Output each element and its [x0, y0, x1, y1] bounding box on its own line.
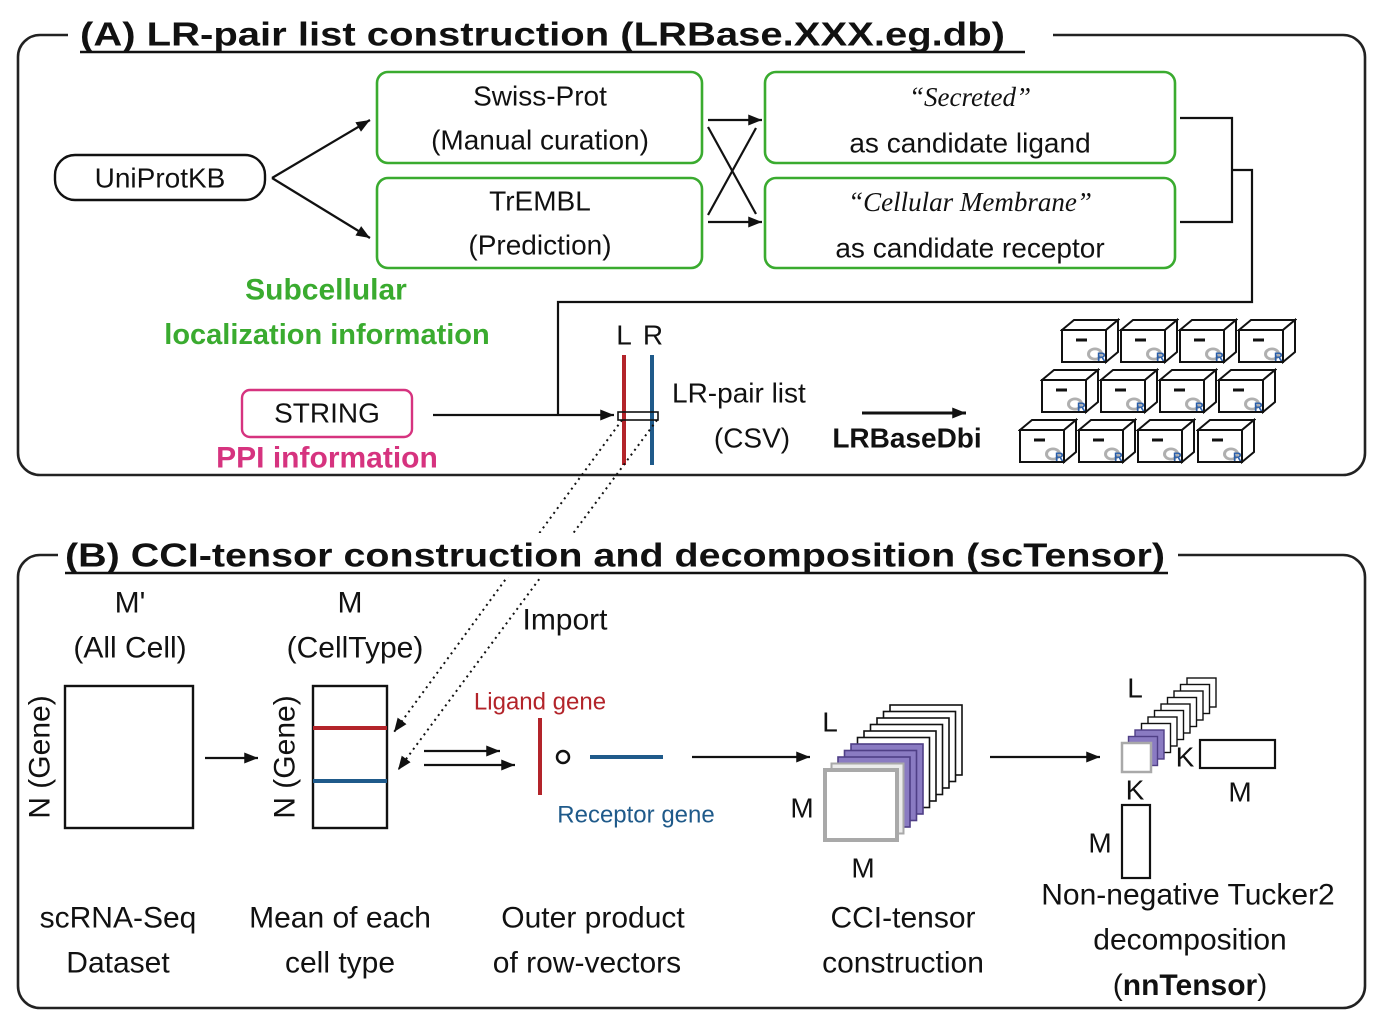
cell-type-gene-axis: N (Gene) [269, 695, 302, 818]
tool-open-paren: ( [1113, 969, 1123, 1002]
uniprot-box [53, 153, 267, 202]
step-3-caption-line1: Outer product [501, 902, 685, 935]
cci-tensor-l-label: L [822, 707, 838, 738]
candidate-to-lr-list-connector [556, 168, 1254, 415]
lrbase-packages [1018, 318, 1297, 466]
r-package-icon [1099, 368, 1159, 416]
step-4-caption-line2: construction [822, 947, 984, 980]
cci-tensor [823, 704, 963, 842]
step-2-caption-line1: Mean of each [249, 902, 431, 935]
receptor-keyword: “Cellular Membrane” [848, 187, 1092, 217]
ligand-role: as candidate ligand [849, 128, 1090, 159]
r-package-icon [1060, 318, 1120, 366]
r-package-icon [1136, 418, 1196, 466]
nntensor-name: nnTensor [1123, 969, 1258, 1002]
core-tensor-slice [1120, 741, 1153, 774]
cci-tensor-m-side-label: M [790, 793, 813, 824]
step-5-caption-line2: decomposition [1093, 924, 1286, 957]
r-package-icon [1178, 318, 1238, 366]
section-b-title-backdrop [58, 533, 1178, 577]
lr-list-name: LR-pair list [672, 378, 806, 409]
factor-m-left-label: M [1088, 828, 1111, 859]
r-package-icon [1040, 368, 1100, 416]
ppi-information-label: PPI information [216, 442, 438, 475]
step-3-caption-line2: of row-vectors [493, 947, 681, 980]
ligand-candidate-box [763, 70, 1177, 165]
lr-list-l-label: L [616, 320, 632, 351]
arrow-uniprot-to-trembl [271, 177, 371, 239]
core-l-label: L [1127, 673, 1143, 704]
r-package-icon [1196, 418, 1256, 466]
receptor-gene-label: Receptor gene [557, 802, 714, 829]
cell-type-dim: M [338, 587, 363, 620]
ligand-gene-label: Ligand gene [474, 689, 606, 716]
section-a: (A) LR-pair list construction (LRBase.XX… [16, 12, 1367, 477]
uniprot-label: UniProtKB [95, 163, 226, 194]
r-package-icon [1018, 418, 1078, 466]
r-package-icon [1119, 318, 1179, 366]
trembl-box [375, 176, 704, 270]
step-5-caption-tool: (nnTensor) [1113, 969, 1267, 1002]
step-5-caption-line1: Non-negative Tucker2 [1041, 879, 1335, 912]
r-package-icon [1077, 418, 1137, 466]
candidate-merge-bracket [1180, 116, 1234, 224]
scrna-matrix [63, 684, 195, 830]
cci-tensor-m-bottom-label: M [851, 853, 874, 884]
arrow-trembl-to-ligand [707, 127, 757, 216]
receptor-candidate-box [763, 176, 1177, 270]
step-4-caption-line1: CCI-tensor [830, 902, 975, 935]
lr-pair-row-highlight [617, 411, 659, 421]
step-2-caption-line2: cell type [285, 947, 395, 980]
core-k-right-label: K [1176, 742, 1195, 773]
all-cell-gene-axis: N (Gene) [24, 695, 57, 818]
import-label: Import [522, 604, 608, 637]
arrow-uniprot-to-swissprot [271, 119, 371, 179]
factor-matrix-vertical [1120, 803, 1152, 880]
r-package-icon [1217, 368, 1277, 416]
core-tensor [1120, 677, 1217, 774]
all-cell-dim: M' [115, 587, 146, 620]
outer-product-operator [555, 749, 571, 765]
ligand-keyword: “Secreted” [909, 82, 1031, 112]
section-b-title: (B) CCI-tensor construction and decompos… [65, 537, 1165, 574]
section-b: (B) CCI-tensor construction and decompos… [16, 533, 1367, 1010]
celltype-mean-matrix [311, 684, 389, 830]
tensor-slice [823, 768, 899, 842]
step-1-caption-line1: scRNA-Seq [40, 902, 197, 935]
string-label: STRING [274, 398, 380, 429]
lrbasedbi-label: LRBaseDbi [832, 423, 981, 454]
trembl-note: (Prediction) [468, 230, 611, 261]
r-package-icon [1158, 368, 1218, 416]
lr-list-format: (CSV) [714, 423, 790, 454]
swissprot-box [375, 70, 704, 165]
string-box [240, 388, 414, 439]
import-line-receptor [397, 419, 658, 771]
lr-list-r-label: R [643, 320, 663, 351]
receptor-role: as candidate receptor [835, 233, 1104, 264]
section-a-title-backdrop [68, 12, 1053, 56]
all-cell-label: (All Cell) [73, 632, 186, 665]
factor-m-right-label: M [1228, 777, 1251, 808]
subcellular-label-line2: localization information [164, 319, 489, 351]
core-k-below-label: K [1126, 775, 1145, 806]
tool-close-paren: ) [1257, 969, 1267, 1002]
subcellular-label-line1: Subcellular [245, 274, 407, 307]
swissprot-note: (Manual curation) [431, 125, 649, 156]
cell-type-label: (CellType) [287, 632, 424, 665]
factor-matrix-horizontal [1198, 738, 1277, 770]
r-package-icon [1237, 318, 1297, 366]
swissprot-name: Swiss-Prot [473, 81, 607, 112]
trembl-name: TrEMBL [489, 186, 591, 217]
step-1-caption-line2: Dataset [66, 947, 170, 980]
section-a-title: (A) LR-pair list construction (LRBase.XX… [80, 16, 1005, 53]
